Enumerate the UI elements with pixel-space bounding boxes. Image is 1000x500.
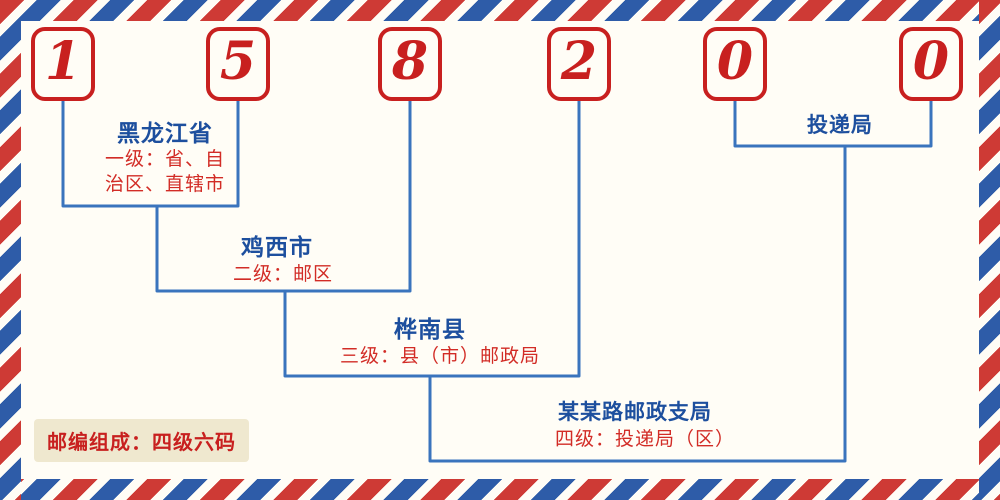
digit-box-6: 0 [899,27,963,101]
level4-description: 四级：投递局（区） [554,428,735,450]
postal-digit-2: 5 [219,31,257,92]
postal-digit-3: 8 [391,31,429,92]
level1-place-name: 黑龙江省 [117,121,213,147]
airmail-border-bottom [0,479,1000,500]
level2-description: 二级：邮区 [232,263,333,285]
digit-box-2: 5 [206,27,270,101]
postal-digit-5: 0 [716,31,754,92]
airmail-border-right [979,0,1000,500]
level1-description-line1: 一级：省、自 [104,148,225,170]
level3-place-name: 桦南县 [394,317,466,343]
level1-description-line2: 治区、直辖市 [104,173,225,196]
postal-digit-4: 2 [560,31,598,92]
postal-digit-1: 1 [44,31,82,92]
delivery-office-label: 投递局 [807,113,873,137]
airmail-border-left [0,0,21,500]
digit-box-1: 1 [31,27,95,101]
digit-box-3: 8 [378,27,442,101]
digit-box-5: 0 [703,27,767,101]
level3-description: 三级：县（市）邮政局 [339,345,540,367]
level4-place-name: 某某路邮政支局 [558,400,712,424]
postal-code-composition-note: 邮编组成：四级六码 [34,419,249,462]
postal-digit-6: 0 [912,31,950,92]
digit-box-4: 2 [547,27,611,101]
airmail-border-top [0,0,1000,21]
level2-place-name: 鸡西市 [241,235,313,261]
level1-description: 一级：省、自 治区、直辖市 [75,147,255,197]
